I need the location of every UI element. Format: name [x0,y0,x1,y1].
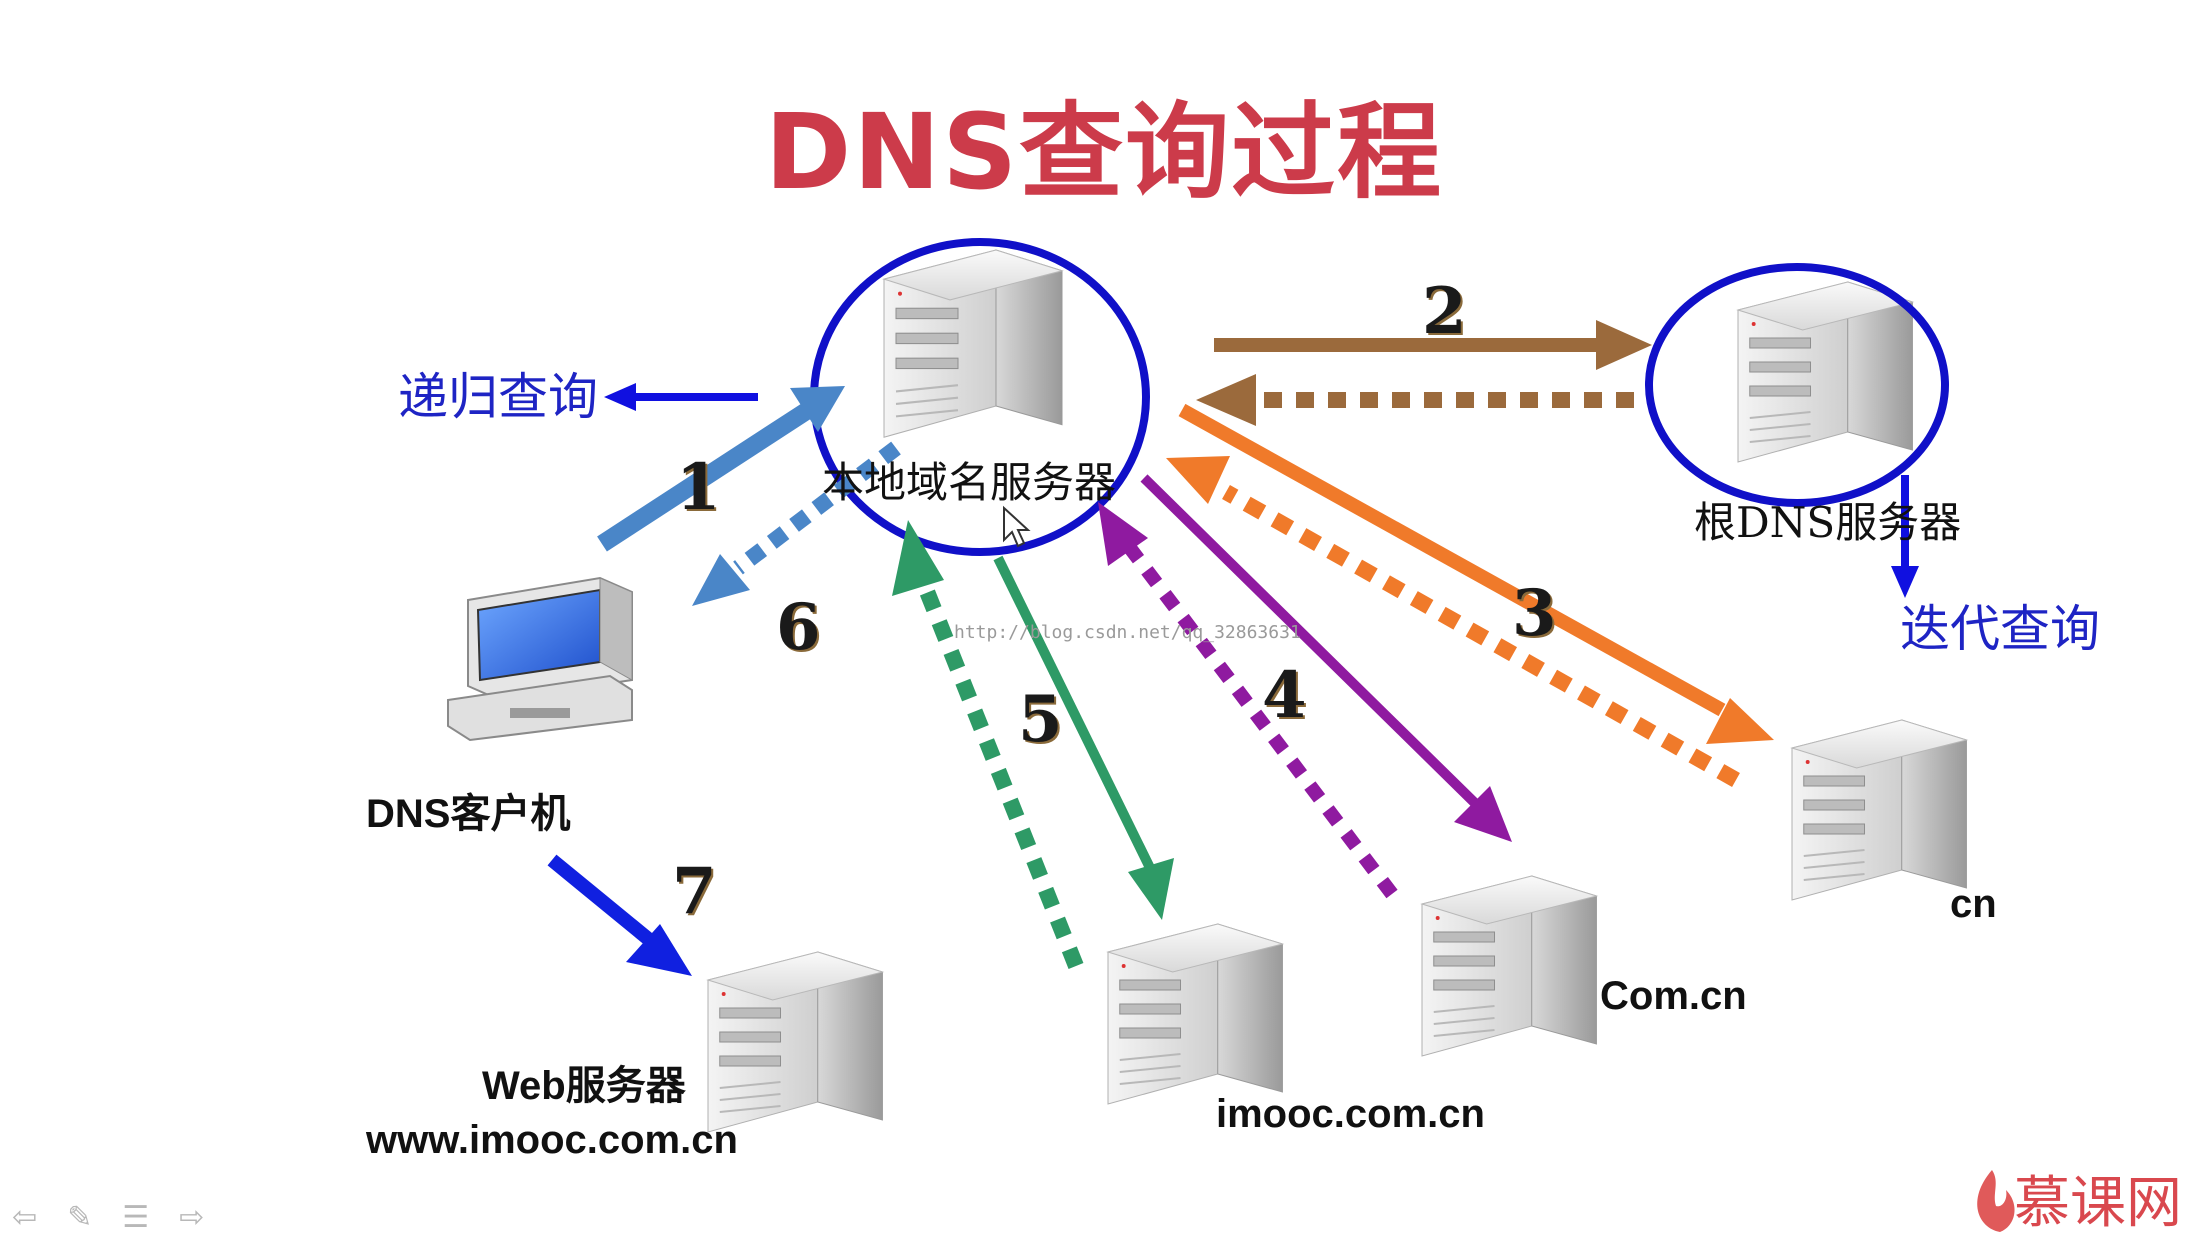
com-cn-server-icon [1421,875,1598,1057]
imooc-server-icon [1107,923,1284,1105]
iterative-query-label: 迭代查询 [1900,600,2100,658]
step6-arrow [692,441,901,606]
web-server-icon [707,951,884,1133]
root-dns-circle [1645,263,1949,507]
recursive-query-arrow [604,383,758,411]
slide-nav: ⇦ ✎ ☰ ⇨ [12,1200,204,1235]
step7-arrow [547,854,692,976]
web-server-label: Web服务器 [482,1064,686,1108]
imooc-server-label: imooc.com.cn [1216,1092,1485,1136]
pen-icon[interactable]: ✎ [67,1201,93,1234]
step3-return-arrow [1166,456,1740,787]
local-dns-server-label: 本地域名服务器 [822,458,1117,507]
step-number-7: 7 [672,854,717,929]
local-dns-server-icon [882,248,1064,439]
cursor-icon [1003,505,1031,548]
web-server-domain-label: www.imooc.com.cn [366,1118,738,1162]
com-cn-server-label: Com.cn [1600,974,1747,1018]
step3-arrow [1178,403,1774,744]
step5-arrow [993,555,1174,920]
cn-server-label: cn [1950,882,1997,926]
root-dns-server-icon [1737,281,1914,463]
brand-flame-icon [1977,1170,2015,1232]
step4-return-arrow [1098,502,1398,899]
cn-server-icon [1791,719,1968,901]
brand-logo-text: 慕课网 [2014,1171,2182,1236]
iterative-query-arrow [1891,475,1919,598]
menu-icon[interactable]: ☰ [122,1201,150,1234]
step5-return-arrow [892,520,1084,969]
watermark: http://blog.csdn.net/qq_32863631 [954,622,1301,643]
recursive-query-label: 递归查询 [398,368,598,426]
arrow-right-icon[interactable]: ⇨ [179,1201,205,1234]
step-number-1: 1 [676,450,721,525]
page-title: DNS查询过程 [764,91,1444,213]
step-number-4: 4 [1262,658,1307,733]
dns-client-computer-icon [447,576,633,742]
step-number-2: 2 [1422,274,1467,349]
step1-arrow [597,386,845,552]
arrow-left-icon[interactable]: ⇦ [12,1201,38,1234]
step-number-5: 5 [1018,682,1063,757]
step4-arrow [1140,474,1512,842]
step2-arrow [1214,320,1652,370]
step-number-3: 3 [1512,576,1557,651]
step2-return-arrow [1196,374,1634,426]
step-number-6: 6 [776,590,821,665]
dns-client-label: DNS客户机 [366,792,571,836]
root-dns-server-label: 根DNS服务器 [1694,498,1962,547]
